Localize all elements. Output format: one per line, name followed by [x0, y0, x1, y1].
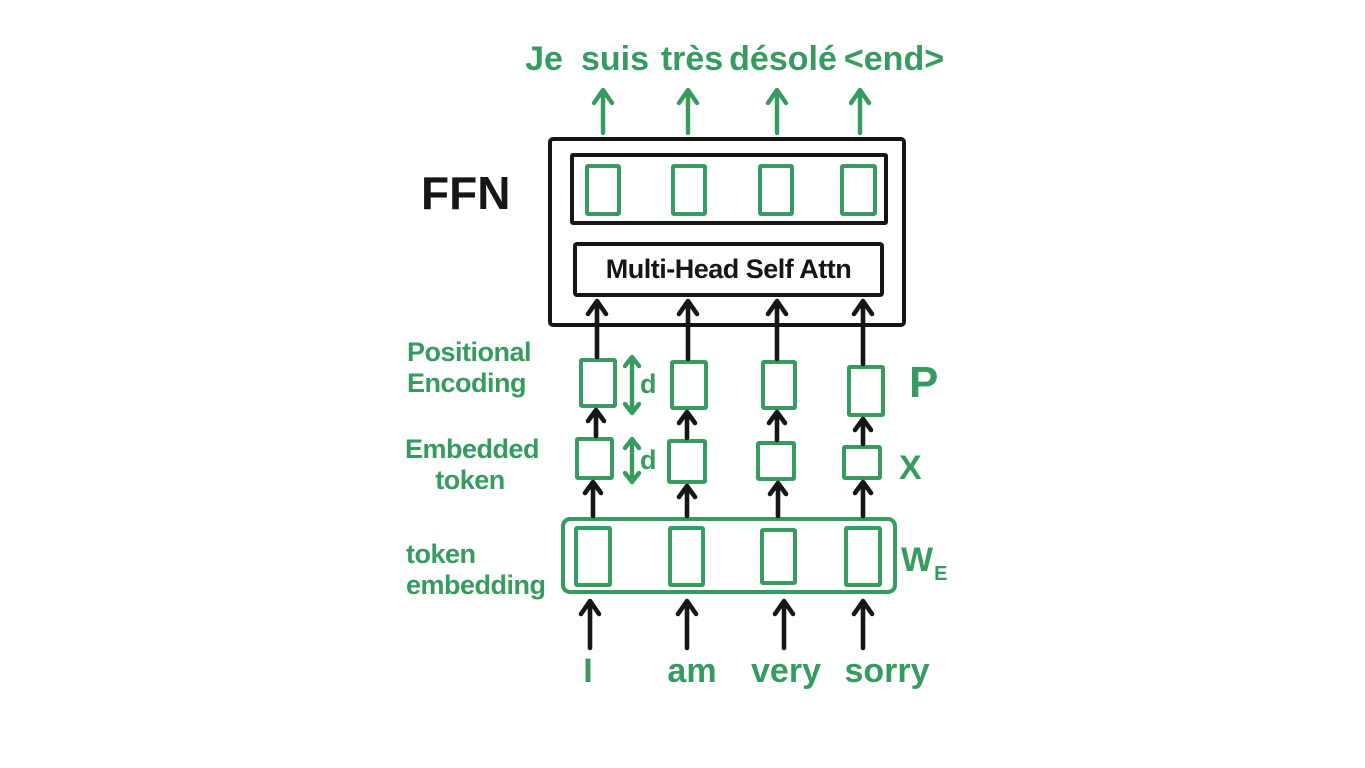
embed-output-arrow-2: [676, 483, 698, 519]
output-up-arrow-3: [765, 87, 789, 136]
input-up-arrow-4: [851, 598, 875, 651]
pos-input-arrow-4: [852, 416, 874, 447]
ffn-label: FFN: [421, 167, 511, 219]
embedded-vector-2: [667, 439, 707, 484]
positional-vector-4: [847, 365, 885, 417]
embedded-matrix-symbol: X: [899, 449, 922, 487]
dimension-double-arrow-lower: [622, 436, 642, 485]
positional-vector-2: [670, 360, 708, 410]
embed-output-arrow-4: [852, 479, 874, 519]
positional-encoding-label-line1: Positional: [407, 337, 532, 367]
positional-encoding-label: Positional Encoding: [407, 337, 532, 399]
input-up-arrow-1: [578, 598, 602, 651]
embedded-token-label: Embedded token: [405, 434, 540, 496]
output-up-arrow-2: [676, 87, 700, 136]
output-token-suis: suis: [580, 40, 650, 78]
multi-head-attn-label: Multi-Head Self Attn: [605, 254, 852, 284]
token-embedding-label: token embedding: [406, 539, 546, 601]
ffn-cell-2: [671, 164, 707, 216]
embedded-token-label-line1: Embedded: [405, 434, 540, 464]
embed-output-arrow-3: [767, 480, 789, 519]
output-token-end: <end>: [843, 40, 945, 78]
token-embedding-label-line1: token: [406, 539, 476, 569]
embedding-weights-symbol: WE: [901, 541, 947, 585]
positional-vector-1: [579, 358, 617, 408]
dimension-label-lower: d: [640, 445, 657, 475]
token-embedding-cell-3: [760, 528, 797, 585]
dimension-label-upper: d: [640, 369, 657, 399]
output-token-tres: très: [660, 40, 724, 78]
pos-input-arrow-2: [676, 409, 698, 441]
embedded-token-label-line2: token: [435, 465, 505, 495]
embedding-weights-subscript: E: [934, 563, 948, 585]
token-embedding-cell-4: [844, 526, 882, 587]
transformer-block-box: [548, 137, 906, 327]
embed-output-arrow-1: [582, 479, 604, 519]
input-up-arrow-3: [772, 598, 796, 651]
input-token-sorry: sorry: [844, 652, 930, 690]
token-embedding-label-line2: embedding: [406, 570, 546, 600]
token-embedding-cell-2: [668, 526, 705, 587]
multi-head-attn-box: Multi-Head Self Attn: [573, 242, 884, 297]
ffn-cell-1: [585, 164, 621, 216]
embedded-vector-4: [842, 445, 882, 480]
input-token-am: am: [667, 652, 717, 690]
input-token-very: very: [751, 652, 821, 690]
ffn-output-row-box: [570, 153, 888, 225]
output-up-arrow-4: [848, 87, 872, 136]
pos-input-arrow-3: [766, 409, 788, 443]
embedded-vector-1: [575, 437, 614, 480]
ffn-cell-4: [840, 164, 877, 216]
token-embedding-matrix-box: [561, 517, 897, 594]
output-up-arrow-1: [591, 87, 615, 136]
output-token-je: Je: [525, 40, 563, 78]
input-up-arrow-2: [675, 598, 699, 651]
positional-vector-3: [761, 360, 797, 410]
dimension-double-arrow-upper: [622, 354, 642, 416]
input-token-i: I: [583, 652, 593, 690]
ffn-cell-3: [758, 164, 794, 216]
token-embedding-cell-1: [574, 526, 612, 587]
positional-matrix-symbol: P: [909, 358, 939, 407]
embedding-weights-base: W: [901, 541, 934, 579]
embedded-vector-3: [756, 441, 796, 481]
output-token-desole: désolé: [729, 40, 837, 78]
positional-encoding-label-line2: Encoding: [407, 368, 527, 398]
pos-input-arrow-1: [585, 407, 607, 439]
